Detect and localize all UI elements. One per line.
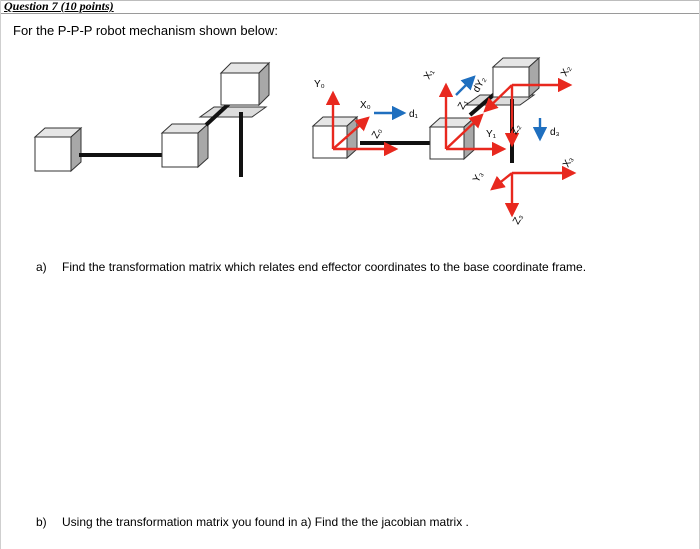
base-cube — [33, 126, 83, 173]
page-top-border — [0, 0, 700, 1]
frame2-axes — [483, 77, 573, 148]
label-X3: X₃ — [561, 155, 576, 170]
robot-figure: Y₀ X₀ Z₀ d₁ X₁ Z₁ dY₂ Y₁ X₂ Z₂ d₃ X₃ Y₃ … — [33, 56, 577, 227]
part-a-text: Find the transformation matrix which rel… — [62, 260, 587, 274]
frame1-axes — [438, 82, 507, 157]
part-b-text: Using the transformation matrix you foun… — [62, 515, 469, 529]
frame0-axes — [325, 90, 399, 157]
part-b: b) Using the transformation matrix you fo… — [36, 515, 469, 529]
top-plate — [198, 106, 268, 118]
label-X2: X₂ — [559, 64, 574, 79]
part-a: a) Find the transformation matrix which r… — [36, 260, 586, 274]
header-rule — [0, 13, 700, 14]
frame0-cube — [311, 115, 359, 160]
label-Z2: Z₂ — [509, 122, 524, 136]
part-b-label: b) — [36, 515, 47, 529]
d2-arrow — [455, 75, 476, 96]
label-X0: X₀ — [360, 100, 371, 111]
frame3-axes — [490, 165, 577, 218]
page-left-border — [0, 0, 1, 549]
frame1-cube — [428, 116, 476, 161]
frames-diagram: Y₀ X₀ Z₀ d₁ X₁ Z₁ dY₂ Y₁ X₂ Z₂ d₃ X₃ Y₃ … — [311, 56, 577, 227]
label-X1: X₁ — [422, 67, 437, 82]
label-Z3: Z₃ — [511, 212, 526, 226]
top-cube — [219, 61, 271, 107]
label-Y1: Y₁ — [486, 129, 497, 140]
label-Z1: Z₁ — [456, 97, 471, 111]
question-prompt: For the P-P-P robot mechanism shown belo… — [13, 23, 278, 38]
label-Z0: Z₀ — [370, 126, 385, 140]
label-d3: d₃ — [550, 127, 560, 138]
middle-cube — [160, 122, 210, 169]
part-a-label: a) — [36, 260, 47, 274]
label-d1: d₁ — [409, 109, 419, 120]
question-title: Question 7 (10 points) — [4, 0, 114, 13]
mechanism-sketch — [33, 61, 271, 177]
frame2-cube — [491, 56, 541, 99]
label-Y3: Y₃ — [471, 170, 486, 185]
label-Y0: Y₀ — [314, 79, 325, 90]
